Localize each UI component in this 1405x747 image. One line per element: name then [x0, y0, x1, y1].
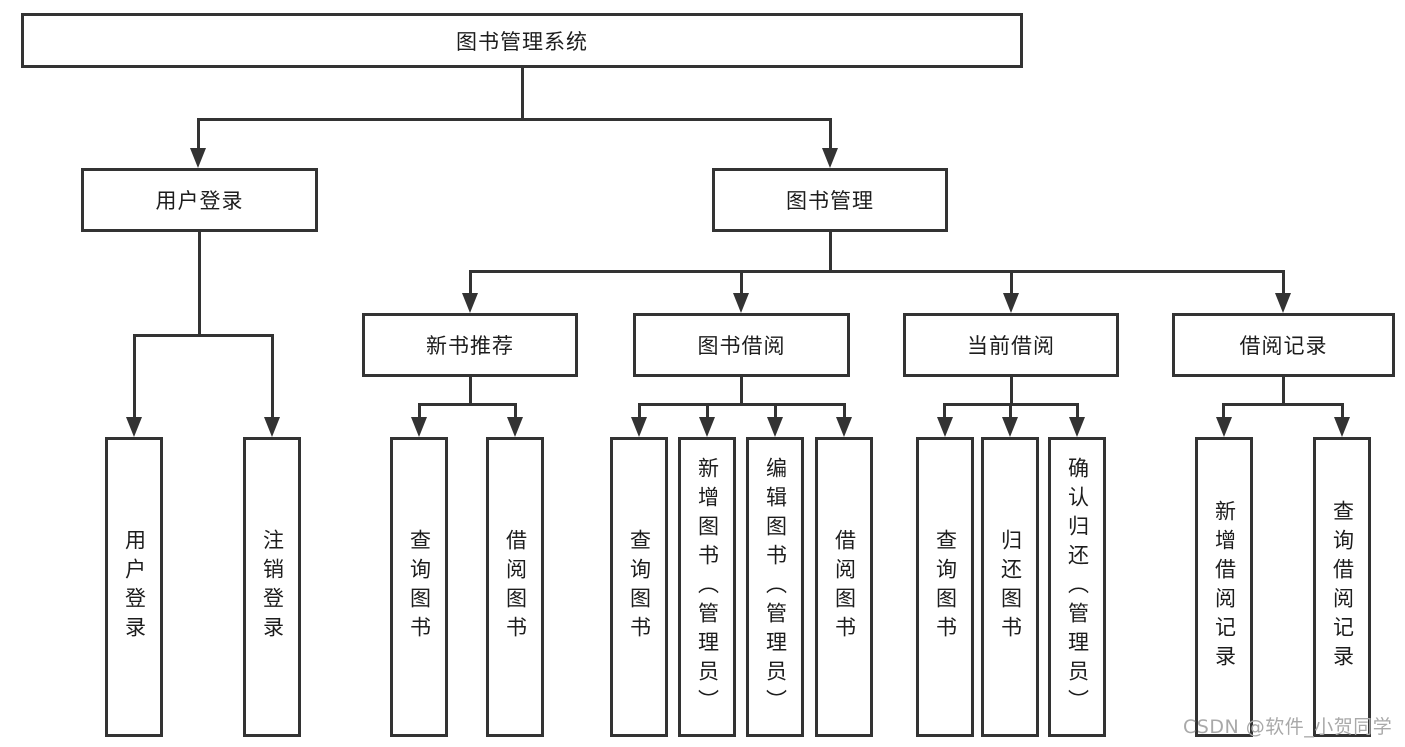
connector-line [469, 270, 472, 296]
leaf-query-books-borrow-label: 查询图书 [627, 529, 652, 645]
leaf-confirm-return-admin-label: 确认归还（管理员） [1065, 456, 1090, 718]
arrow-down-icon [1002, 417, 1018, 437]
connector-line [271, 334, 274, 419]
arrow-down-icon [462, 293, 478, 313]
leaf-edit-book-admin: 编辑图书（管理员） [746, 437, 804, 737]
node-current-borrow-label: 当前借阅 [967, 334, 1055, 358]
node-root-label: 图书管理系统 [456, 29, 588, 54]
connector-line [829, 118, 832, 151]
leaf-edit-book-admin-label: 编辑图书（管理员） [763, 456, 788, 718]
connector-line [133, 334, 136, 419]
leaf-add-book-admin-label: 新增图书（管理员） [695, 456, 720, 718]
connector-line [740, 377, 743, 405]
arrow-down-icon [1275, 293, 1291, 313]
arrow-down-icon [822, 148, 838, 168]
connector-line [740, 270, 743, 296]
connector-line [418, 403, 421, 420]
node-borrow-records-label: 借阅记录 [1239, 334, 1328, 358]
connector-line [829, 232, 832, 272]
connector-line [198, 232, 201, 336]
connector-line [469, 270, 1285, 273]
node-borrow-records: 借阅记录 [1172, 313, 1395, 377]
arrow-down-icon [190, 148, 206, 168]
leaf-confirm-return-admin: 确认归还（管理员） [1048, 437, 1106, 737]
node-book-management-label: 图书管理 [786, 189, 874, 213]
node-user-login: 用户登录 [81, 168, 318, 232]
leaf-query-books-recommend-label: 查询图书 [407, 529, 432, 645]
arrow-down-icon [1334, 417, 1350, 437]
arrow-down-icon [264, 417, 280, 437]
leaf-query-borrow-record: 查询借阅记录 [1313, 437, 1371, 737]
connector-line [1341, 403, 1344, 420]
connector-line [843, 403, 846, 420]
connector-line [1282, 377, 1285, 405]
connector-line [1009, 403, 1012, 420]
connector-line [1010, 270, 1013, 296]
leaf-add-borrow-record: 新增借阅记录 [1195, 437, 1253, 737]
watermark-text: CSDN @软件_小贺同学 [1183, 716, 1393, 738]
arrow-down-icon [1003, 293, 1019, 313]
connector-line [521, 68, 524, 120]
node-current-borrow: 当前借阅 [903, 313, 1119, 377]
arrow-down-icon [767, 417, 783, 437]
leaf-return-book: 归还图书 [981, 437, 1039, 737]
leaf-add-borrow-record-label: 新增借阅记录 [1212, 500, 1237, 674]
connector-line [1222, 403, 1343, 406]
connector-line [638, 403, 845, 406]
leaf-query-books-recommend: 查询图书 [390, 437, 448, 737]
leaf-query-books-borrow: 查询图书 [610, 437, 668, 737]
arrow-down-icon [126, 417, 142, 437]
leaf-return-book-label: 归还图书 [998, 529, 1023, 645]
arrow-down-icon [1216, 417, 1232, 437]
connector-line [638, 403, 641, 420]
connector-line [706, 403, 709, 420]
connector-line [1222, 403, 1225, 420]
connector-line [1076, 403, 1079, 420]
arrow-down-icon [733, 293, 749, 313]
arrow-down-icon [937, 417, 953, 437]
arrow-down-icon [507, 417, 523, 437]
connector-line [514, 403, 517, 420]
leaf-borrow-books-borrow: 借阅图书 [815, 437, 873, 737]
connector-line [133, 334, 274, 337]
node-book-borrow-label: 图书借阅 [697, 334, 786, 358]
leaf-query-borrow-record-label: 查询借阅记录 [1330, 500, 1355, 674]
connector-line [1010, 377, 1013, 405]
connector-line [197, 118, 832, 121]
leaf-add-book-admin: 新增图书（管理员） [678, 437, 736, 737]
connector-line [418, 403, 517, 406]
leaf-logout-label: 注销登录 [260, 529, 285, 645]
node-user-login-label: 用户登录 [155, 189, 244, 213]
leaf-borrow-books-recommend: 借阅图书 [486, 437, 544, 737]
arrow-down-icon [411, 417, 427, 437]
node-new-book-recommend: 新书推荐 [362, 313, 578, 377]
arrow-down-icon [631, 417, 647, 437]
connector-line [1282, 270, 1285, 296]
node-book-management: 图书管理 [712, 168, 948, 232]
arrow-down-icon [1069, 417, 1085, 437]
connector-line [943, 403, 946, 420]
connector-line [469, 377, 472, 405]
leaf-query-books-current: 查询图书 [916, 437, 974, 737]
node-root: 图书管理系统 [21, 13, 1023, 68]
leaf-borrow-books-recommend-label: 借阅图书 [503, 529, 528, 645]
leaf-user-login: 用户登录 [105, 437, 163, 737]
connector-line [197, 118, 200, 151]
arrow-down-icon [836, 417, 852, 437]
node-book-borrow: 图书借阅 [633, 313, 850, 377]
leaf-query-books-current-label: 查询图书 [933, 529, 958, 645]
leaf-borrow-books-borrow-label: 借阅图书 [832, 529, 857, 645]
arrow-down-icon [699, 417, 715, 437]
leaf-user-login-label: 用户登录 [122, 529, 147, 645]
leaf-logout: 注销登录 [243, 437, 301, 737]
connector-line [774, 403, 777, 420]
node-new-book-recommend-label: 新书推荐 [426, 334, 514, 358]
